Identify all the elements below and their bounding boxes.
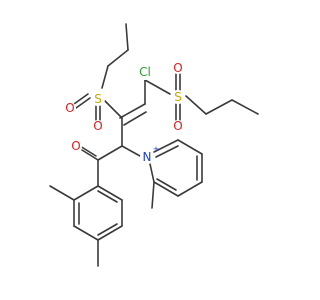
- sulfur-label: S: [94, 92, 102, 106]
- bond: [97, 225, 123, 241]
- atom-labels: Cl S O O S O O O N +: [64, 61, 185, 164]
- nitrogen-label: N: [143, 150, 152, 164]
- bond: [101, 65, 109, 89]
- molecule-diagram: Cl S O O S O O O N +: [49, 23, 259, 267]
- bond: [151, 181, 155, 209]
- bond: [103, 99, 123, 119]
- bond: [156, 178, 177, 191]
- bond: [177, 139, 203, 155]
- bond: [153, 181, 179, 197]
- bond: [97, 145, 123, 161]
- bond: [119, 103, 146, 119]
- bond: [97, 190, 118, 203]
- oxygen-label: O: [93, 119, 102, 133]
- oxygen-label: O: [71, 139, 80, 153]
- oxygen-label: O: [173, 119, 182, 133]
- bond: [73, 93, 89, 105]
- bond: [73, 225, 99, 241]
- bond: [123, 111, 147, 126]
- bond: [81, 149, 99, 161]
- bond: [97, 185, 123, 201]
- bond: [73, 185, 99, 201]
- bond: [75, 97, 91, 109]
- bond: [49, 185, 75, 201]
- bond: [149, 163, 155, 183]
- bond: [231, 99, 259, 115]
- bond: [205, 99, 233, 115]
- oxygen-label: O: [65, 101, 74, 115]
- bond: [153, 139, 179, 153]
- bond: [79, 145, 97, 157]
- bond: [107, 49, 129, 67]
- sulfur-label: S: [174, 90, 182, 104]
- bond: [121, 145, 141, 157]
- bond: [125, 23, 129, 51]
- bond: [97, 223, 118, 236]
- bond: [185, 95, 207, 115]
- bond: [144, 79, 171, 95]
- structure-drawing: Cl S O O S O O O N +: [49, 23, 259, 267]
- bonds: [49, 23, 259, 267]
- oxygen-label: O: [173, 61, 182, 75]
- positive-charge: +: [153, 145, 160, 154]
- bond: [177, 181, 203, 197]
- bond: [155, 145, 179, 158]
- chlorine-label: Cl: [139, 65, 151, 79]
